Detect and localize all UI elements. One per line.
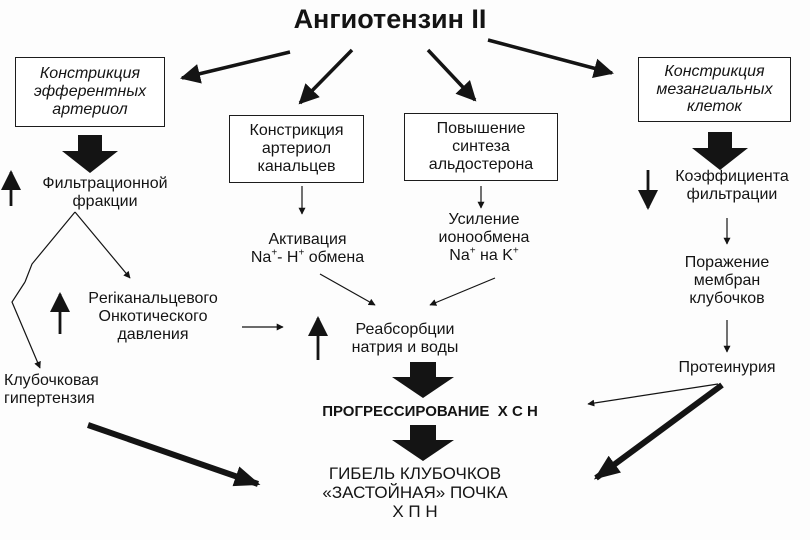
na-h-hydrogen: - H — [277, 248, 299, 266]
oncotic-line-1: Periканальцевого — [88, 290, 218, 307]
mesangial-line-1: Констрикция — [664, 62, 765, 80]
node-membrane-damage: Поражение мембран клубочков — [668, 254, 786, 308]
arrow-nak-to-reabsorption — [429, 277, 496, 306]
box-aldosterone-synthesis: Повышение синтеза альдостерона — [404, 113, 558, 181]
efferent-line-1: Констрикция — [39, 65, 141, 83]
arrow-fraction-to-hypertension — [11, 281, 41, 369]
node-glomerular-hypertension: Клубочковая гипертензия — [4, 372, 134, 408]
filtration-coef-line-1: Коэффициента — [675, 168, 789, 185]
box-mesangial-constriction: Констрикция мезангиальных клеток — [638, 57, 791, 122]
arrow-nah-to-reabsorption — [319, 273, 376, 306]
node-filtration-coefficient: Коэффициента фильтрации — [658, 168, 806, 204]
filtration-coef-line-2: фильтрации — [686, 185, 778, 203]
na-h-sodium-charge: + — [271, 247, 278, 259]
na-k-potassium-charge: + — [512, 245, 519, 257]
na-h-sodium: Na — [250, 248, 272, 266]
na-h-line-2: Na+- H+ обмена — [240, 247, 375, 267]
reabsorption-line-1: Реабсорбции — [355, 321, 455, 338]
box-tubular-constriction: Констрикция артериол канальцев — [229, 115, 364, 183]
node-proteinuria: Протеинурия — [656, 359, 798, 377]
arrow-title-to-tubular — [298, 48, 354, 105]
oncotic-line-2: Онкотического — [98, 307, 208, 325]
node-filtration-fraction: Фильтрационной фракции — [25, 175, 185, 211]
proteinuria-label: Протеинурия — [678, 359, 776, 376]
efferent-line-3: артериол — [52, 100, 128, 118]
diagram-title: Ангиотензин II — [293, 4, 487, 34]
arrow-title-to-efferent — [180, 50, 291, 84]
block-arrow-reabsorption — [392, 362, 454, 398]
membrane-line-2: мембран — [693, 271, 761, 289]
death-line-1: ГИБЕЛЬ КЛУБОЧКОВ — [328, 464, 502, 483]
heavy-arrow-proteinuria-to-death — [593, 382, 724, 481]
tubular-line-1: Констрикция — [249, 122, 344, 140]
arrow-title-to-mesangial — [487, 38, 614, 79]
na-k-line-2: ионообмена — [438, 228, 530, 246]
tubular-line-2: артериол — [261, 140, 332, 158]
node-na-k-exchange: Усиление ионообмена Na+ на K+ — [424, 211, 544, 265]
block-arrow-mesangial — [692, 132, 748, 170]
arrow-fraction-to-oncotic — [74, 211, 131, 279]
death-line-2: «ЗАСТОЙНАЯ» ПОЧКА — [322, 483, 508, 503]
progression-abbr: Х С Н — [497, 403, 538, 420]
node-progression: ПРОГРЕССИРОВАНИЕ Х С Н — [280, 403, 580, 421]
na-h-line-1: Активация — [268, 231, 347, 248]
arrow-proteinuria-to-progression — [587, 383, 719, 407]
na-k-potassium: на K — [475, 246, 513, 264]
efferent-line-2: эфферентных — [33, 83, 147, 101]
na-k-line-1: Усиление — [448, 211, 520, 228]
node-oncotic-pressure: Periканальцевого Онкотического давления — [68, 290, 238, 344]
membrane-line-1: Поражение — [684, 254, 770, 271]
tubular-line-3: канальцев — [257, 157, 336, 175]
box-efferent-constriction: Констрикция эфферентных артериол — [15, 57, 165, 127]
heavy-arrow-hypertension-to-death — [87, 422, 261, 487]
block-arrow-efferent — [62, 135, 118, 173]
block-arrow-progression — [392, 425, 454, 461]
filtration-fraction-line-1: Фильтрационной — [42, 175, 168, 192]
aldosterone-line-2: синтеза — [452, 138, 510, 156]
oncotic-line-3: давления — [117, 325, 189, 343]
arrow-title-to-aldosterone — [426, 48, 477, 102]
hypertension-line-2: гипертензия — [4, 389, 95, 407]
na-h-tail: обмена — [304, 248, 365, 266]
node-glomerular-death: ГИБЕЛЬ КЛУБОЧКОВ «ЗАСТОЙНАЯ» ПОЧКА Х П Н — [290, 464, 540, 521]
connector-fraction-branch — [24, 211, 76, 283]
na-k-sodium-charge: + — [469, 245, 476, 257]
mesangial-line-2: мезангиальных — [656, 80, 773, 98]
na-k-sodium: Na — [449, 246, 470, 264]
aldosterone-line-3: альдостерона — [428, 155, 534, 173]
hypertension-line-1: Клубочковая — [4, 372, 99, 389]
filtration-fraction-line-2: фракции — [72, 192, 138, 210]
mesangial-line-3: клеток — [687, 98, 742, 116]
progression-label: ПРОГРЕССИРОВАНИЕ — [322, 403, 490, 420]
node-na-h-exchange: Активация Na+- H+ обмена — [240, 231, 375, 267]
na-k-line-3: Na+ на K+ — [424, 245, 544, 265]
node-reabsorption: Реабсорбции натрия и воды — [334, 321, 476, 357]
aldosterone-line-1: Повышение — [436, 120, 526, 138]
reabsorption-line-2: натрия и воды — [351, 338, 459, 356]
na-h-hydrogen-charge: + — [298, 247, 305, 259]
membrane-line-3: клубочков — [689, 289, 765, 307]
death-line-3: Х П Н — [392, 502, 438, 522]
